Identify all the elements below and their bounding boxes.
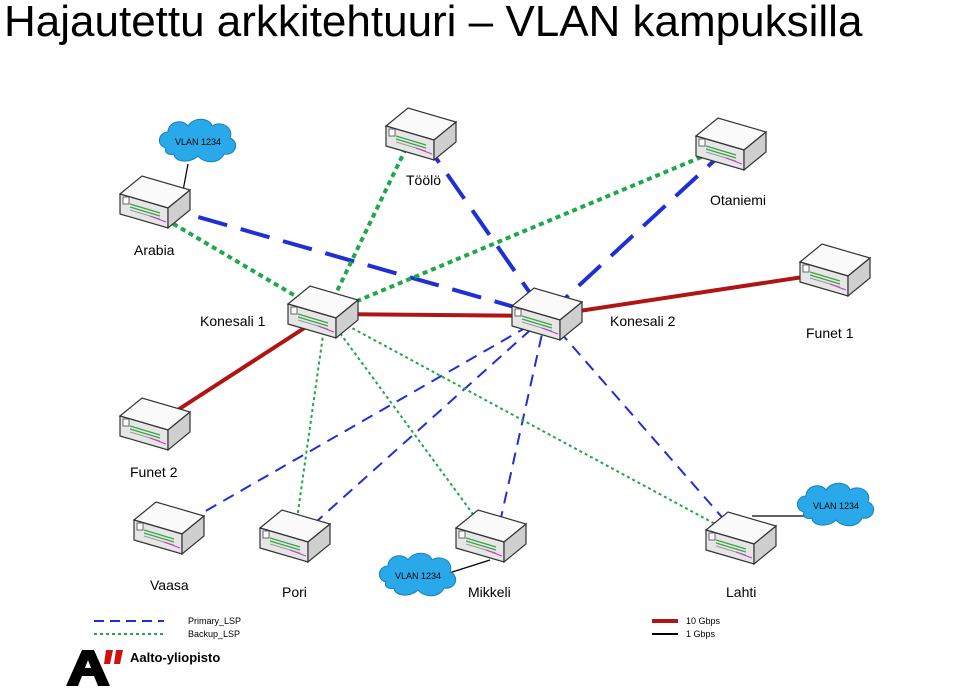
links-10g [154, 270, 837, 426]
switch-arabia[interactable] [119, 175, 191, 229]
label-mikkeli: Mikkeli [468, 584, 511, 600]
label-toolo: Töölö [406, 172, 441, 188]
switch-konesali2[interactable] [511, 287, 583, 341]
switch-funet1[interactable] [799, 243, 871, 297]
vlan-cloud-label: VLAN 1234 [813, 501, 859, 511]
backup-lsp-links [148, 139, 731, 541]
primary-lsp-links [155, 136, 743, 541]
switch-otaniemi[interactable] [695, 117, 767, 171]
label-konesali1: Konesali 1 [200, 313, 266, 329]
label-konesali2: Konesali 2 [610, 313, 676, 329]
vlan-cloud-lahti: VLAN 1234 [796, 482, 875, 527]
switch-vaasa[interactable] [133, 501, 205, 555]
logo-text: Aalto-yliopisto [130, 650, 220, 665]
label-otaniemi: Otaniemi [710, 192, 766, 208]
switch-mikkeli[interactable] [455, 509, 527, 563]
switch-toolo[interactable] [385, 107, 457, 161]
label-funet2: Funet 2 [130, 464, 178, 480]
label-funet1: Funet 1 [806, 325, 854, 341]
switch-lahti[interactable] [705, 511, 777, 565]
aalto-logo: Aalto-yliopisto [66, 650, 220, 686]
legend-1g-label: 1 Gbps [686, 629, 716, 639]
slide-title: Hajautettu arkkitehtuuri – VLAN kampuksi… [4, 0, 863, 46]
switch-funet2[interactable] [119, 397, 191, 451]
label-lahti: Lahti [726, 584, 756, 600]
vlan-cloud-label: VLAN 1234 [175, 137, 221, 147]
aalto-quote-icon [104, 650, 123, 664]
vlan-cloud-label: VLAN 1234 [395, 571, 441, 581]
label-vaasa: Vaasa [150, 577, 189, 593]
legend-10g-label: 10 Gbps [686, 616, 721, 626]
label-arabia: Arabia [134, 242, 175, 258]
legend-backup-label: Backup_LSP [188, 629, 240, 639]
vlan-cloud-mikkeli: VLAN 1234 [378, 552, 457, 597]
aalto-a-icon [66, 650, 110, 686]
legend: Primary_LSP Backup_LSP 10 Gbps 1 Gbps [94, 616, 721, 639]
legend-primary-label: Primary_LSP [188, 616, 241, 626]
label-pori: Pori [282, 584, 307, 600]
vlan-cloud-arabia: VLAN 1234 [158, 118, 237, 163]
cloud-connectors [181, 163, 804, 575]
